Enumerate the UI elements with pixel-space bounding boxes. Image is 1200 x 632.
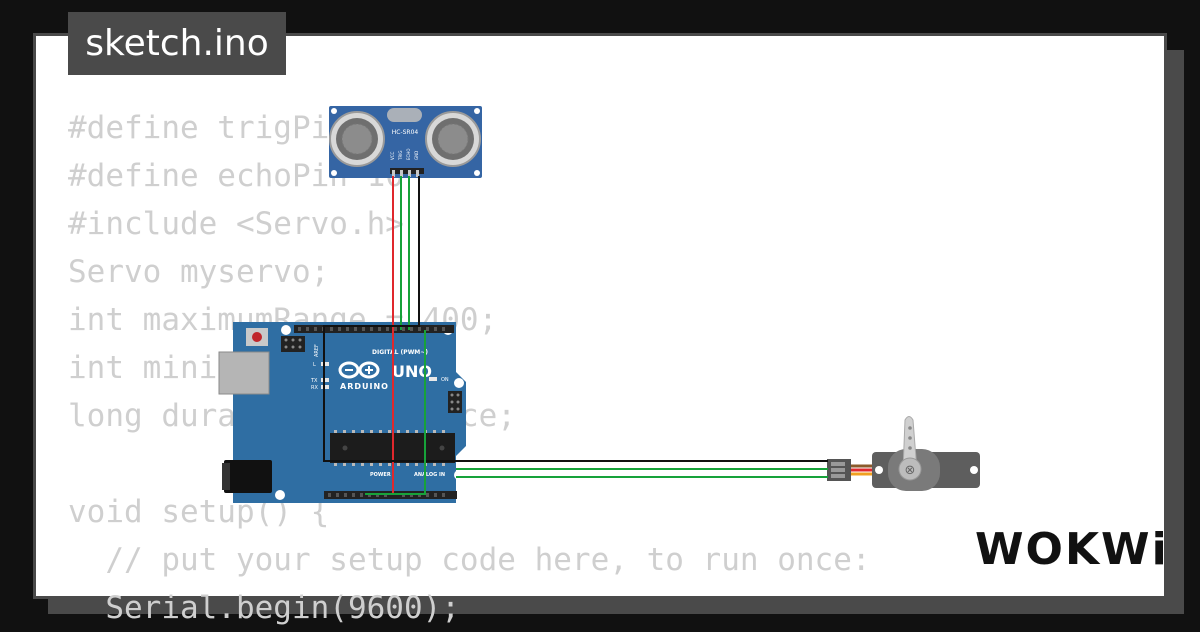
sensor-pin-vcc: VCC [390, 151, 395, 160]
l-led-label: L [313, 362, 316, 368]
code-card: #define trigPin 9#define echoPin 10#incl… [33, 33, 1167, 626]
ultrasonic-sensor[interactable]: HC-SR04 VCC TRIG ECHO GND [329, 106, 482, 178]
arduino-logo-text: ARDUINO [340, 382, 389, 391]
code-line: Servo myservo; [68, 254, 330, 290]
uno-label: UNO [392, 362, 432, 381]
arduino-uno-board[interactable]: AREF DIGITAL (PWM~) L TX RX ON UNO ARDUI… [218, 322, 466, 503]
code-line: Serial.begin(9600); [68, 590, 460, 626]
on-led-label: ON [441, 377, 449, 383]
power-label: POWER [370, 472, 391, 478]
aref-label: AREF [314, 344, 320, 357]
sensor-pin-echo: ECHO [406, 149, 411, 160]
digital-header [294, 325, 454, 333]
sensor-pin-trig: TRIG [398, 150, 403, 161]
usb-port [218, 351, 270, 395]
analog-label: ANALOG IN [414, 472, 445, 478]
servo-motor[interactable]: ⊗ [827, 416, 980, 492]
digital-label: DIGITAL (PWM~) [372, 349, 428, 356]
wires [323, 176, 828, 495]
svg-text:⊗: ⊗ [905, 463, 916, 478]
sensor-crystal [387, 108, 422, 122]
arduino-infinity-icon [338, 361, 380, 379]
sensor-transducer-left [329, 111, 385, 167]
file-tab[interactable]: sketch.ino [68, 12, 286, 75]
tx-led-label: TX [310, 378, 318, 384]
sensor-transducer-right [425, 111, 481, 167]
code-line: #include <Servo.h> [68, 206, 404, 242]
rx-led-label: RX [311, 385, 318, 391]
wokwi-logo: WOKWi [975, 524, 1169, 575]
sensor-pin-header [390, 168, 424, 174]
code-editor[interactable]: #define trigPin 9#define echoPin 10#incl… [68, 104, 871, 632]
wire-gnd [323, 176, 828, 462]
sensor-model-label: HC-SR04 [392, 129, 419, 136]
servo-horn [902, 416, 918, 472]
sensor-pin-gnd: GND [414, 151, 419, 160]
wire-servo-signal [365, 330, 426, 495]
code-line: // put your setup code here, to run once… [68, 542, 871, 578]
power-jack [224, 460, 272, 493]
